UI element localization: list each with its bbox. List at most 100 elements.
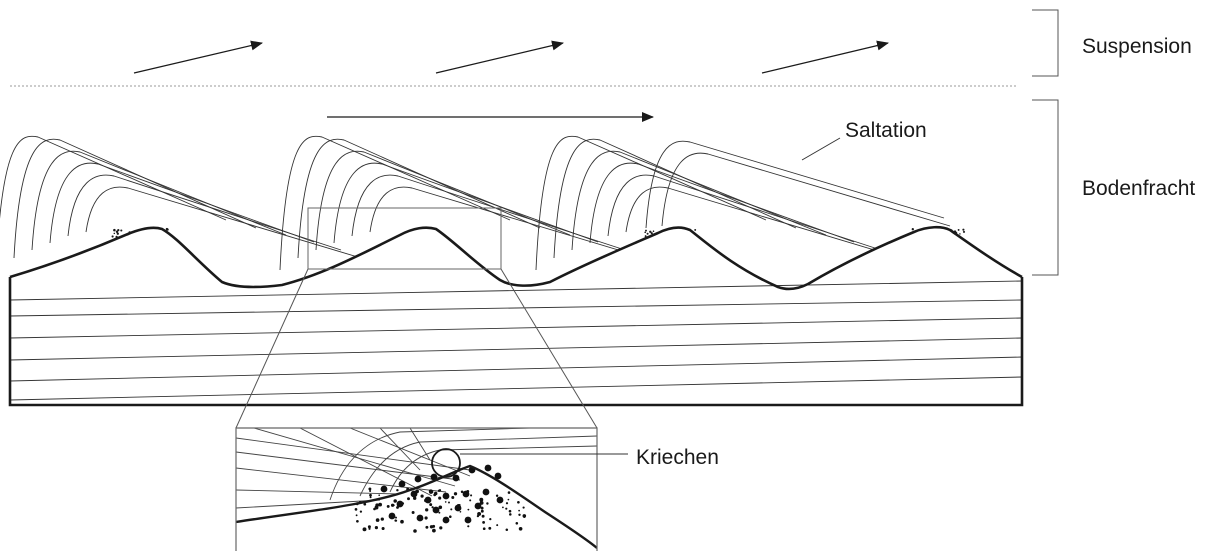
ground-block-outline [8,277,1024,407]
sand-grain [378,502,383,507]
sand-grain [466,490,470,493]
bodenfracht-bracket [1032,99,1059,276]
sand-grain-large [494,472,502,480]
sand-grain [650,232,653,235]
zoom-dune-surface [236,464,597,549]
zoom-connector-right [500,268,598,429]
sand-grain [407,497,410,501]
sand-grain-large [416,514,424,522]
sand-grain [425,508,429,512]
saltation-trajectory [661,152,951,227]
sand-grain [467,525,470,528]
sand-grain-large [442,492,450,500]
sand-grain [437,489,441,493]
sand-grain-large [380,485,388,493]
sand-grain [438,496,442,500]
sand-grain [428,489,433,494]
zoom-trajectory [236,499,381,509]
saltation-trajectory [315,150,571,251]
sand-grain [424,498,428,503]
sand-grain [356,519,359,523]
suspension-arrow-2 [435,40,564,74]
sand-grain-large [464,516,472,524]
sand-grain [439,526,443,530]
ground-stratum-line [9,337,1023,361]
suspension-arrows [133,40,889,74]
ground-strata-lines [9,280,1023,401]
sand-grain [509,513,512,516]
zoom-connector-left [235,268,309,429]
sand-grain [433,493,437,497]
sand-grain [460,490,464,494]
sand-grain [424,516,428,520]
sand-grain [411,511,415,514]
sand-grain-large [414,475,422,483]
zoom-panel-frame [235,427,598,551]
saltation-trajectory [13,138,257,259]
saltation-leader-line [801,137,841,161]
sand-grain [111,235,114,238]
zoom-detail-panel [235,427,598,551]
zoom-trajectory [409,428,431,461]
sand-grain [420,494,424,498]
saltation-trajectory [553,138,797,259]
zoom-trajectory [329,428,547,501]
sand-grain [469,499,472,502]
saltation-trajectory [369,186,646,259]
sand-grain-large [452,474,460,482]
sand-grain [518,526,523,531]
sand-grain [649,230,652,233]
sand-grain [368,487,372,491]
sand-grain [482,521,485,524]
sand-grain [508,509,512,513]
sand-grain [354,508,358,511]
sand-grain [367,525,371,529]
zoom-trajectory [359,435,597,497]
sand-grain [458,504,461,506]
saltation-trajectory [351,174,626,251]
suspension-arrow-1 [133,40,263,74]
sand-grain [375,503,379,507]
sand-grain [517,500,520,504]
sand-grain [116,232,119,235]
sand-grain [482,527,486,531]
saltation-trajectory [571,150,827,251]
sand-grain [374,526,378,530]
zoom-trajectory [299,428,433,497]
sand-grain [369,489,372,493]
zoom-source-box [307,207,502,270]
zoom-trajectory [236,489,401,495]
sand-grain-large [484,464,492,472]
sand-grain-large [432,506,440,514]
zoom-trajectory [236,451,461,481]
zoom-sand-grains [354,464,527,533]
sand-grain [502,506,504,509]
sand-grain [375,518,380,522]
sand-grain [368,527,371,530]
sand-grain [470,494,473,497]
sand-grain [467,508,470,511]
sand-grain-large [398,480,406,488]
sand-grain [113,228,116,232]
sand-grain [386,504,390,508]
sand-grain [165,227,169,231]
sand-grain [459,510,462,513]
sand-grain [400,519,404,524]
sand-grain [413,496,417,500]
sand-grain [438,511,441,514]
sand-grain-large [388,512,396,520]
saltation-trajectory [333,162,599,244]
sand-grain [481,514,485,518]
label-suspension: Suspension [1082,35,1192,58]
sand-grain [362,527,367,532]
sand-grain [413,529,417,533]
sand-grain [911,228,914,231]
sand-grain [489,517,492,521]
label-bodenfracht: Bodenfracht [1082,177,1195,200]
creeping-grain-circle [431,448,461,478]
sand-grain [378,494,381,497]
saltation-trajectory [0,135,227,221]
sand-grain [393,504,395,507]
